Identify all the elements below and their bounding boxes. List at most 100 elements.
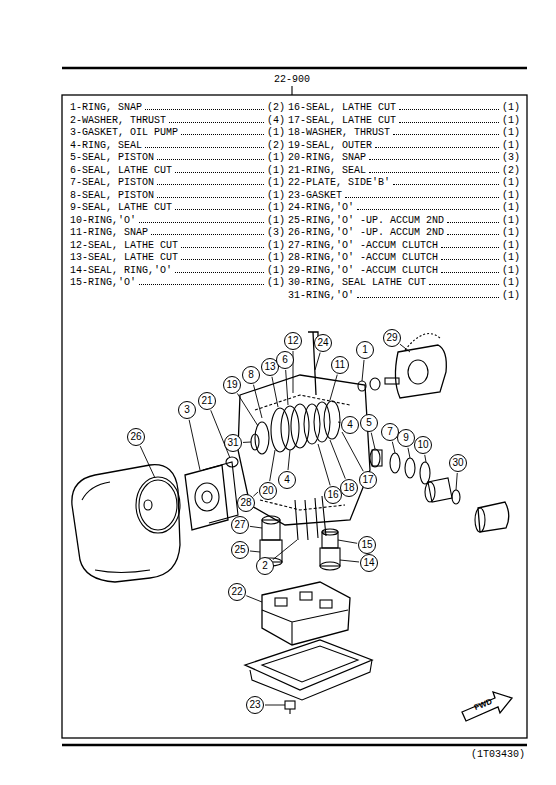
part-name: 17-SEAL, LATHE CUT bbox=[288, 115, 396, 126]
part-quantity: (1) bbox=[502, 265, 520, 276]
callout-number: 26 bbox=[127, 428, 145, 446]
callout-text: 27 bbox=[234, 520, 245, 530]
callout-number: 20 bbox=[259, 482, 277, 500]
callout-number: 22 bbox=[228, 583, 246, 601]
callout-text: 6 bbox=[282, 355, 288, 365]
part-quantity: (1) bbox=[267, 165, 285, 176]
part-quantity: (1) bbox=[502, 202, 520, 213]
leader-line bbox=[338, 422, 340, 424]
parts-list-row: 21-RING, SEAL(2) bbox=[288, 164, 520, 176]
part-name: 7-SEAL, PISTON bbox=[70, 177, 154, 188]
leader-line bbox=[315, 353, 320, 370]
part-quantity: (1) bbox=[502, 190, 520, 201]
part-name: 27-RING,'O' -ACCUM CLUTCH bbox=[288, 240, 438, 251]
callout-text: 10 bbox=[417, 440, 428, 450]
parts-list-row: 14-SEAL, RING,'O'(1) bbox=[70, 264, 285, 276]
callout-text: 21 bbox=[201, 396, 212, 406]
part-quantity: (1) bbox=[267, 127, 285, 138]
callout-number: 27 bbox=[231, 516, 249, 534]
dot-leader bbox=[169, 122, 264, 123]
callout-text: 4 bbox=[284, 475, 290, 485]
dot-leader bbox=[157, 184, 264, 185]
callout-text: 24 bbox=[317, 338, 328, 348]
parts-list-row: 19-SEAL, OUTER (1) bbox=[288, 139, 520, 151]
part-name: 25-RING,'O' -UP. ACCUM 2ND bbox=[288, 215, 444, 226]
leader-line bbox=[392, 442, 395, 453]
dot-leader bbox=[175, 209, 264, 210]
leader-line bbox=[272, 377, 278, 407]
leader-line bbox=[243, 442, 251, 443]
part-name: 8-SEAL, PISTON bbox=[70, 190, 154, 201]
callout-text: 12 bbox=[287, 336, 298, 346]
parts-list-row: 18-WASHER, THRUST(1) bbox=[288, 126, 520, 138]
part-name: 3-GASKET, OIL PUMP bbox=[70, 127, 178, 138]
part-name: 18-WASHER, THRUST bbox=[288, 127, 390, 138]
dot-leader bbox=[151, 234, 264, 235]
callout-text: 22 bbox=[231, 587, 242, 597]
leader-line bbox=[330, 440, 345, 479]
part-quantity: (1) bbox=[502, 252, 520, 263]
dot-leader bbox=[175, 272, 264, 273]
parts-list-row: 16-SEAL, LATHE CUT(1) bbox=[288, 101, 520, 113]
parts-list-row: 7-SEAL, PISTON (1) bbox=[70, 176, 285, 188]
part-quantity: (2) bbox=[502, 165, 520, 176]
part-name: 31-RING,'O' bbox=[288, 290, 354, 301]
parts-list-row: 30-RING, SEAL LATHE CUT(1) bbox=[288, 276, 520, 288]
dot-leader bbox=[139, 284, 264, 285]
callout-number: 23 bbox=[246, 696, 264, 714]
leader-line bbox=[273, 540, 297, 560]
part-name: 11-RING, SNAP bbox=[70, 227, 148, 238]
callout-number: 11 bbox=[331, 356, 349, 374]
callout-text: 29 bbox=[386, 333, 397, 343]
callout-text: 16 bbox=[327, 490, 338, 500]
callout-text: 28 bbox=[240, 498, 251, 508]
callout-text: 4 bbox=[347, 420, 353, 430]
parts-list-row: 26-RING,'O' -UP. ACCUM 2ND(1) bbox=[288, 226, 520, 238]
part-quantity: (1) bbox=[502, 240, 520, 251]
dot-leader bbox=[399, 109, 499, 110]
callout-number: 2 bbox=[256, 557, 274, 575]
callout-number: 1 bbox=[356, 341, 374, 359]
dot-leader bbox=[447, 222, 499, 223]
part-quantity: (1) bbox=[267, 177, 285, 188]
parts-list-row: 22-PLATE, SIDE'B'(1) bbox=[288, 176, 520, 188]
leader-line bbox=[253, 492, 258, 496]
dot-leader bbox=[369, 172, 499, 173]
callout-text: 17 bbox=[362, 475, 373, 485]
dot-leader bbox=[441, 272, 499, 273]
dot-leader bbox=[369, 159, 499, 160]
callout-number: 17 bbox=[359, 471, 377, 489]
leader-line bbox=[211, 410, 230, 458]
drawing-code: (1T03430) bbox=[471, 749, 525, 760]
dot-leader bbox=[393, 134, 499, 135]
part-name: 2-WASHER, THRUST bbox=[70, 115, 166, 126]
leader-line bbox=[189, 420, 200, 470]
part-quantity: (1) bbox=[267, 252, 285, 263]
leader-line bbox=[250, 526, 262, 528]
dot-leader bbox=[393, 184, 499, 185]
dot-leader bbox=[399, 122, 499, 123]
part-name: 4-RING, SEAL bbox=[70, 140, 142, 151]
callout-text: 14 bbox=[363, 558, 374, 568]
dot-leader bbox=[181, 259, 264, 260]
part-name: 6-SEAL, LATHE CUT bbox=[70, 165, 172, 176]
part-name: 28-RING,'O' -ACCUM CLUTCH bbox=[288, 252, 438, 263]
parts-list-row: 29-RING,'O' -ACCUM CLUTCH(1) bbox=[288, 264, 520, 276]
parts-list-row: 12-SEAL, LATHE CUT(1) bbox=[70, 239, 285, 251]
parts-list-row: 1-RING, SNAP(2) bbox=[70, 101, 285, 113]
part-name: 13-SEAL, LATHE CUT bbox=[70, 252, 178, 263]
dot-leader bbox=[375, 147, 499, 148]
dot-leader bbox=[145, 147, 264, 148]
leader-line bbox=[342, 432, 363, 471]
parts-list-row: 4-RING, SEAL(2) bbox=[70, 139, 285, 151]
dot-leader bbox=[357, 297, 499, 298]
callout-number: 14 bbox=[360, 554, 378, 572]
dot-leader bbox=[447, 234, 499, 235]
part-quantity: (1) bbox=[502, 140, 520, 151]
dot-leader bbox=[441, 259, 499, 260]
callout-number: 12 bbox=[284, 332, 302, 350]
part-name: 19-SEAL, OUTER bbox=[288, 140, 372, 151]
part-quantity: (1) bbox=[267, 277, 285, 288]
part-name: 16-SEAL, LATHE CUT bbox=[288, 102, 396, 113]
leader-line bbox=[253, 385, 262, 418]
